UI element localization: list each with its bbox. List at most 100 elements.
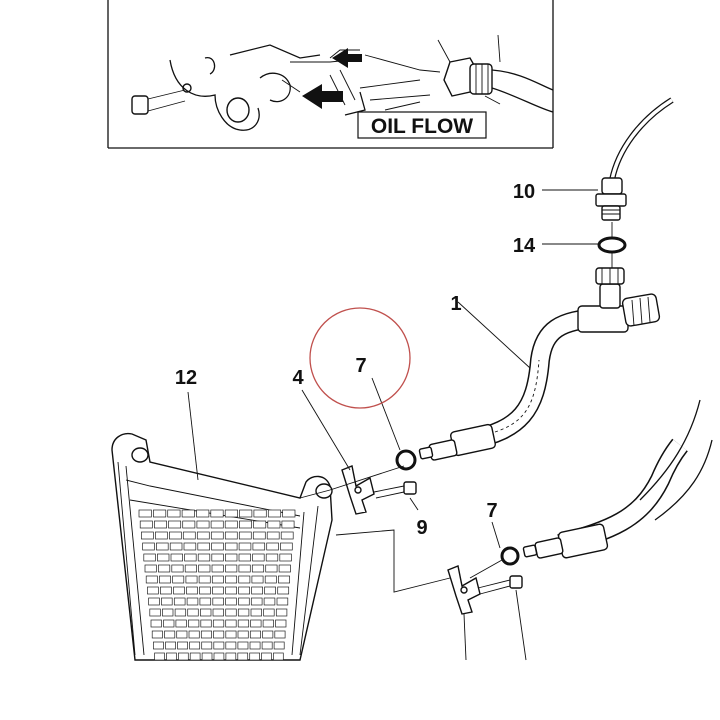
radiator-fin <box>169 531 182 540</box>
callout-sensor-washer: 14 <box>513 235 536 257</box>
radiator-fin <box>145 575 158 584</box>
radiator-fin <box>264 575 277 584</box>
inset-hose-fitting <box>437 34 554 113</box>
radiator-fin <box>225 586 237 595</box>
radiator-fin <box>279 553 292 562</box>
radiator-fin <box>224 531 238 540</box>
radiator-fin <box>172 575 185 584</box>
radiator-fin <box>238 575 251 584</box>
radiator-fin <box>151 630 163 639</box>
radiator-fin <box>238 531 252 540</box>
radiator-fin <box>189 641 201 650</box>
radiator-fin <box>201 652 213 661</box>
radiator-fin <box>252 553 265 562</box>
callout-screw: 9 <box>416 517 427 539</box>
radiator-fin <box>150 619 162 628</box>
radiator-fin <box>196 520 210 529</box>
radiator-fin <box>225 553 238 562</box>
sensor-washer <box>597 236 627 254</box>
radiator-fin <box>143 553 156 562</box>
radiator-fin <box>149 608 161 617</box>
radiator-fin <box>249 630 261 639</box>
radiator-fin <box>238 586 250 595</box>
radiator-fin <box>213 641 225 650</box>
radiator-fin <box>261 641 273 650</box>
radiator-fin <box>158 564 171 573</box>
radiator-fin <box>160 586 172 595</box>
radiator-fin <box>274 630 286 639</box>
inset-bolt <box>131 83 192 115</box>
radiator-fin <box>163 619 175 628</box>
radiator-fin <box>275 608 288 617</box>
radiator-fin <box>184 564 197 573</box>
radiator-fin <box>253 520 267 529</box>
radiator-fin <box>189 652 201 661</box>
oil-temperature-sensor <box>595 97 674 221</box>
radiator-fin <box>213 652 225 661</box>
radiator-fin <box>201 641 213 650</box>
radiator-fin <box>273 652 284 661</box>
radiator-fin <box>199 586 211 595</box>
radiator-fin <box>211 564 224 573</box>
radiator-fin <box>165 641 176 650</box>
radiator-fin <box>262 630 274 639</box>
radiator-fin <box>211 542 224 551</box>
radiator-fin <box>266 542 279 551</box>
radiator-fin <box>238 542 252 551</box>
radiator-fin <box>267 520 281 529</box>
radiator-fin <box>263 597 276 606</box>
radiator-fin <box>211 575 224 584</box>
screw-upper <box>373 481 417 499</box>
radiator-fin <box>153 641 164 650</box>
oil-flow-inset: OIL FLOW <box>107 0 554 149</box>
radiator-fin <box>156 542 169 551</box>
radiator-fin <box>141 531 154 540</box>
radiator-fin <box>238 564 251 573</box>
callout-hose: 1 <box>450 293 461 315</box>
callout-highlighted-washer: 7 <box>355 355 366 377</box>
radiator-fin <box>186 586 198 595</box>
callout-bracket: 4 <box>292 367 304 389</box>
radiator-fin <box>139 520 153 529</box>
radiator-fin <box>177 641 188 650</box>
radiator-fin <box>249 641 261 650</box>
radiator-fin <box>249 652 260 661</box>
highlight-circle <box>309 307 411 409</box>
radiator-fin <box>154 652 165 661</box>
radiator-fin <box>153 509 167 518</box>
radiator-fin <box>237 619 250 628</box>
radiator-fin <box>239 509 253 518</box>
oil-radiator <box>111 432 333 661</box>
radiator-fin <box>173 597 186 606</box>
radiator-fin <box>188 619 200 628</box>
radiator-fin <box>213 630 225 639</box>
radiator-fin <box>278 575 290 584</box>
radiator-fin <box>147 586 159 595</box>
radiator-fin <box>280 531 294 540</box>
radiator-fin <box>212 586 224 595</box>
radiator-fin <box>281 520 295 529</box>
radiator-fin <box>171 564 184 573</box>
washer-upper <box>395 449 417 471</box>
screw-lower <box>477 575 523 595</box>
radiator-fin <box>251 586 263 595</box>
radiator-fin <box>277 586 290 595</box>
radiator-fin <box>168 520 182 529</box>
callout-sensor: 10 <box>513 181 535 203</box>
radiator-fin <box>251 575 264 584</box>
radiator-fin <box>182 531 196 540</box>
radiator-fin <box>198 575 211 584</box>
radiator-fin <box>155 531 168 540</box>
radiator-fin <box>197 542 210 551</box>
radiator-fin <box>161 597 173 606</box>
radiator-fin <box>225 619 237 628</box>
radiator-fin <box>250 597 263 606</box>
radiator-fin <box>174 608 187 617</box>
radiator-fin <box>167 509 181 518</box>
radiator-fin <box>166 652 177 661</box>
radiator-fin <box>210 520 224 529</box>
radiator-fin <box>212 597 224 606</box>
radiator-fin <box>253 509 267 518</box>
radiator-fin <box>169 542 183 551</box>
radiator-fin <box>210 531 224 540</box>
